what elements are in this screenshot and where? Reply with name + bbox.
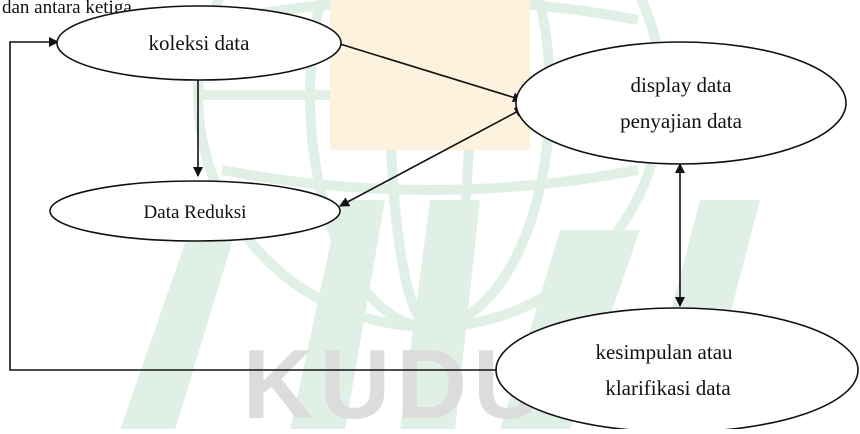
node-reduksi-label: Data Reduksi	[144, 202, 247, 223]
tower-icon	[330, 0, 530, 150]
node-kesimpulan: kesimpulan atau klarifikasi data	[495, 307, 859, 433]
node-kesimpulan-line1: kesimpulan atau	[595, 340, 733, 364]
node-display-data: display data penyajian data	[515, 41, 847, 165]
feedback-loop-connector	[9, 37, 496, 371]
arrow-reduksi-display	[339, 107, 525, 207]
arrow-koleksi-to-display	[339, 43, 523, 103]
node-kesimpulan-line2: klarifikasi data	[605, 376, 731, 400]
caption-text: dan antara ketiga	[2, 0, 132, 18]
node-display-line1: display data	[631, 73, 733, 97]
node-data-reduksi: Data Reduksi	[49, 180, 341, 242]
node-koleksi-data: koleksi data	[56, 5, 342, 81]
node-koleksi-label: koleksi data	[149, 31, 251, 55]
node-display-line2: penyajian data	[620, 109, 743, 133]
